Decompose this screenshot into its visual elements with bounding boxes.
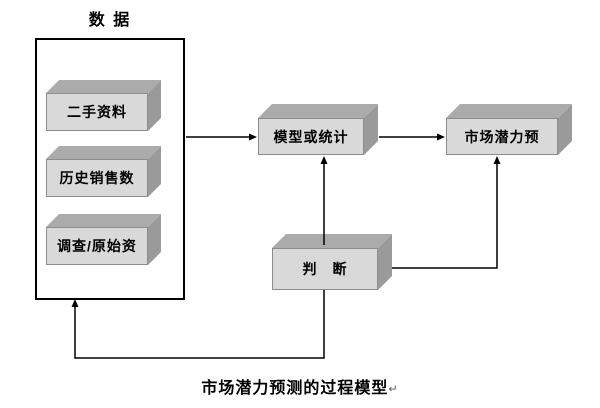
box-top-face [272,234,392,248]
box-side-face [364,104,378,155]
box-front-face: 市场潜力预 [446,118,558,155]
node-market-potential: 市场潜力预 [446,104,572,155]
node-label: 调查/原始资 [57,238,137,254]
paragraph-mark-icon: ↵ [388,383,399,396]
caption-text: 市场潜力预测的过程模型 [201,380,389,397]
box-front-face: 调查/原始资 [46,227,148,265]
arrow-judgment-to-market [392,156,501,269]
node-label: 历史销售数 [59,170,135,186]
node-survey-original: 调查/原始资 [46,214,161,265]
node-judgment: 判 断 [272,234,392,290]
box-front-face: 历史销售数 [46,159,148,197]
box-front-face: 模型或统计 [258,118,364,155]
arrow-judgment-to-data [71,290,325,359]
node-label: 模型或统计 [273,128,349,145]
box-top-face [446,104,572,118]
box-front-face: 判 断 [272,248,378,290]
node-model-statistics: 模型或统计 [258,104,378,155]
node-label: 二手资料 [67,104,127,120]
box-top-face [46,146,161,159]
box-side-face [148,146,161,197]
diagram-caption: 市场潜力预测的过程模型↵ [0,374,600,398]
node-historical-sales: 历史销售数 [46,146,161,197]
box-top-face [258,104,378,118]
box-side-face [148,80,161,131]
box-top-face [46,80,161,93]
box-top-face [46,214,161,227]
box-side-face [558,104,572,155]
data-group-label: 数 据 [88,12,132,29]
node-secondary-data: 二手资料 [46,80,161,131]
box-side-face [378,234,392,290]
node-label: 判 断 [302,261,348,277]
box-front-face: 二手资料 [46,93,148,131]
box-side-face [148,214,161,265]
node-label: 市场潜力预 [464,128,540,145]
